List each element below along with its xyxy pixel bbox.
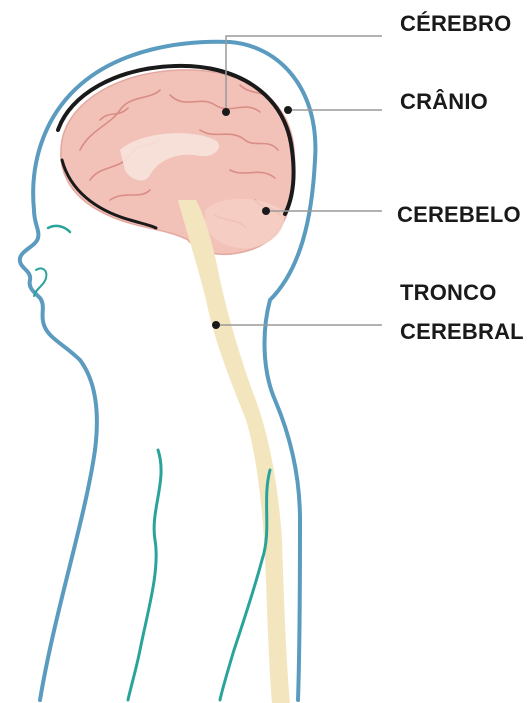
dot-tronco [212, 321, 220, 329]
label-cerebral: CEREBRAL [400, 318, 524, 346]
dot-cerebro [222, 108, 230, 116]
eye-mark [48, 226, 70, 232]
nerve-left [128, 450, 161, 700]
label-cerebro: CÉREBRO [400, 10, 511, 38]
label-cranio: CRÂNIO [400, 88, 488, 116]
label-cerebelo: CEREBELO [397, 201, 521, 229]
dot-cranio [284, 106, 292, 114]
spinal-cord [178, 200, 290, 703]
nose-mark [34, 268, 46, 296]
dot-cerebelo [262, 207, 270, 215]
label-tronco: TRONCO [400, 279, 497, 307]
